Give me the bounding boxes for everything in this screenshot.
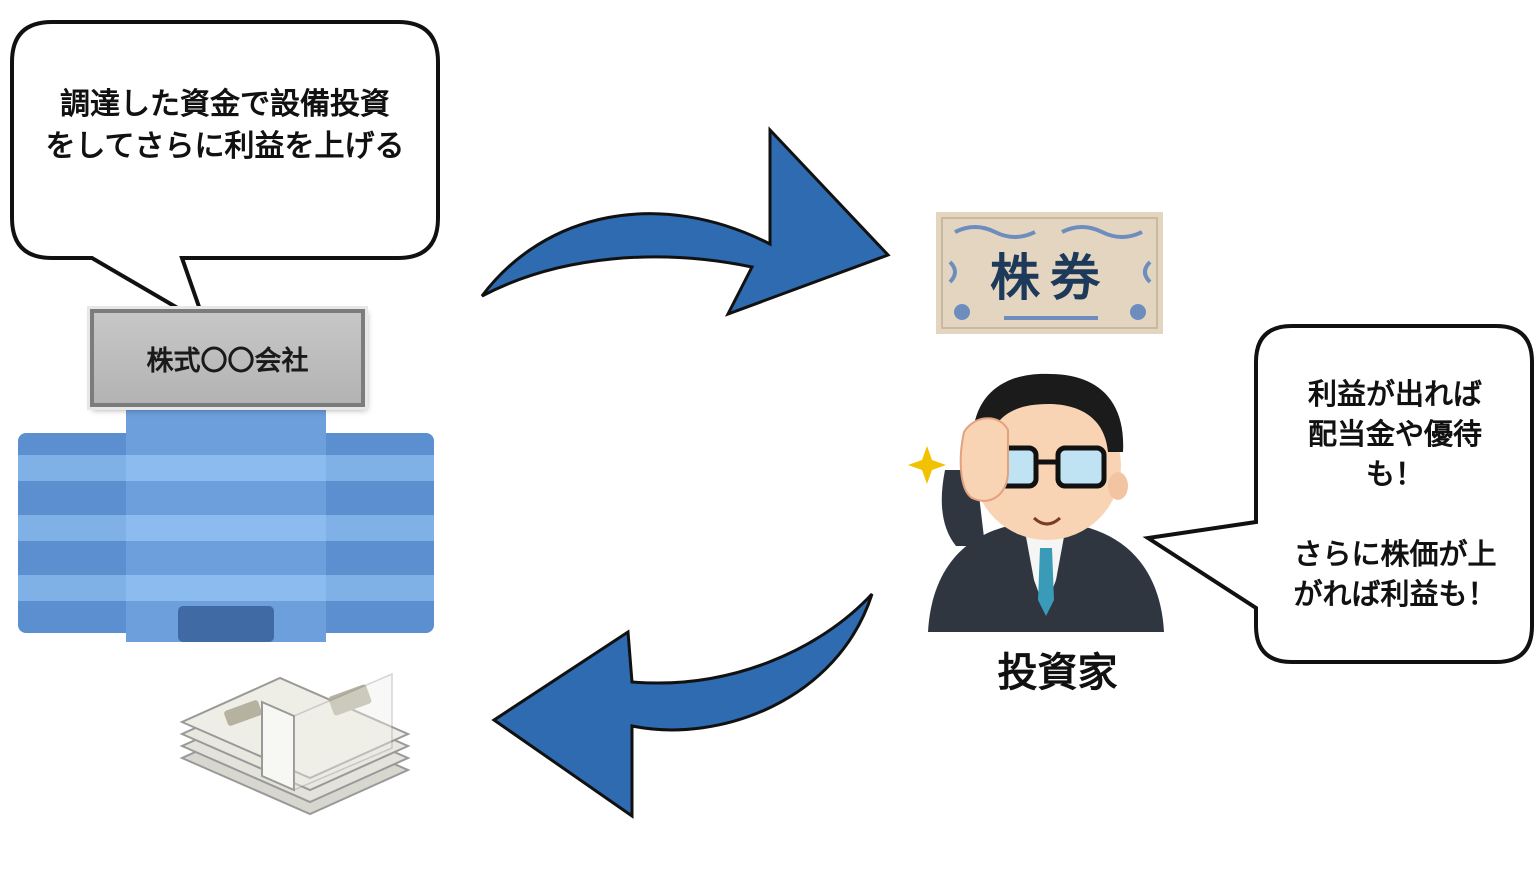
cash-bundle-icon xyxy=(179,672,411,816)
investor-label: 投資家 xyxy=(997,650,1118,696)
company-speech-bubble xyxy=(10,20,440,329)
stock-certificate-label: 株券 xyxy=(990,249,1110,307)
company-speech-text: 調達した資金で設備投資 をしてさらに利益を上げる xyxy=(45,87,405,164)
company-sign: 株式〇〇会社 xyxy=(90,309,365,407)
investor-speech-bubble xyxy=(1142,324,1534,664)
arrow-company-to-stock xyxy=(480,126,891,317)
investor-icon xyxy=(928,373,1164,632)
sparkle-icon xyxy=(908,446,946,484)
stock-certificate-icon xyxy=(936,212,1163,334)
arrow-investor-to-company xyxy=(491,592,874,819)
office-building-icon xyxy=(18,410,434,642)
investor-speech-text: 利益が出れば 配当金や優待 も！ さらに株価が上 がれば利益も！ xyxy=(1293,377,1497,611)
